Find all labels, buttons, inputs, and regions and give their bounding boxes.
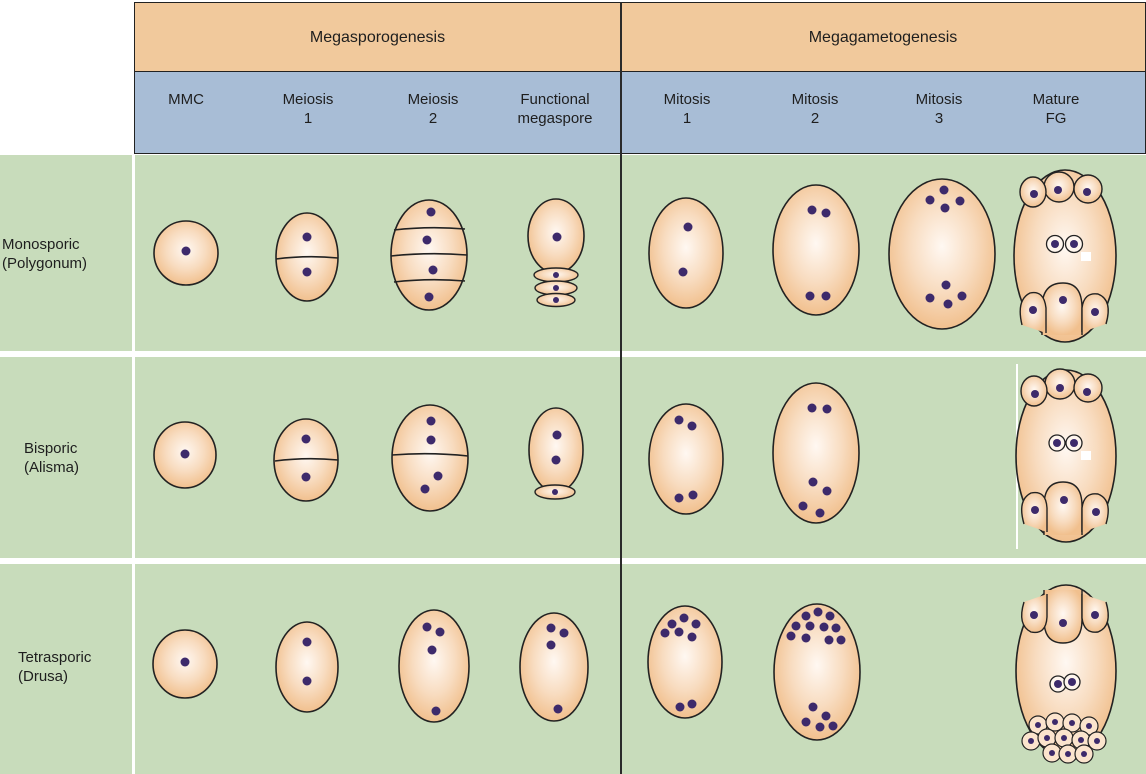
tetrasporic-mitosis-1-cell: [648, 606, 722, 718]
tetrasporic-meiosis-1-cell: [276, 622, 338, 712]
bisporic-mitosis-2-cell: [773, 383, 859, 523]
monosporic-meiosis-2-cell: [391, 200, 467, 310]
bisporic-meiosis-1-cell: [274, 419, 338, 501]
bisporic-mmc-cell: [154, 422, 216, 488]
tetrasporic-mature-fg-cell: [1016, 585, 1116, 763]
tetrasporic-mitosis-2-cell: [774, 604, 860, 740]
monosporic-mitosis-1-cell: [649, 198, 723, 308]
monosporic-functional-megaspore-cell: [528, 199, 584, 307]
bisporic-mature-fg-cell: [1016, 369, 1116, 542]
monosporic-mitosis-2-cell: [773, 185, 859, 315]
tetrasporic-meiosis-2-cell: [399, 610, 469, 722]
monosporic-mature-fg-cell: [1014, 170, 1116, 342]
tetrasporic-functional-megaspore-cell: [520, 613, 588, 721]
monosporic-mitosis-3-cell: [889, 179, 995, 329]
monosporic-meiosis-1-cell: [276, 213, 338, 301]
tetrasporic-mmc-cell: [153, 630, 217, 698]
bisporic-meiosis-2-cell: [392, 405, 468, 511]
monosporic-mmc-cell: [154, 221, 218, 285]
bisporic-mitosis-1-cell: [649, 404, 723, 514]
bisporic-functional-megaspore-cell: [529, 408, 583, 499]
